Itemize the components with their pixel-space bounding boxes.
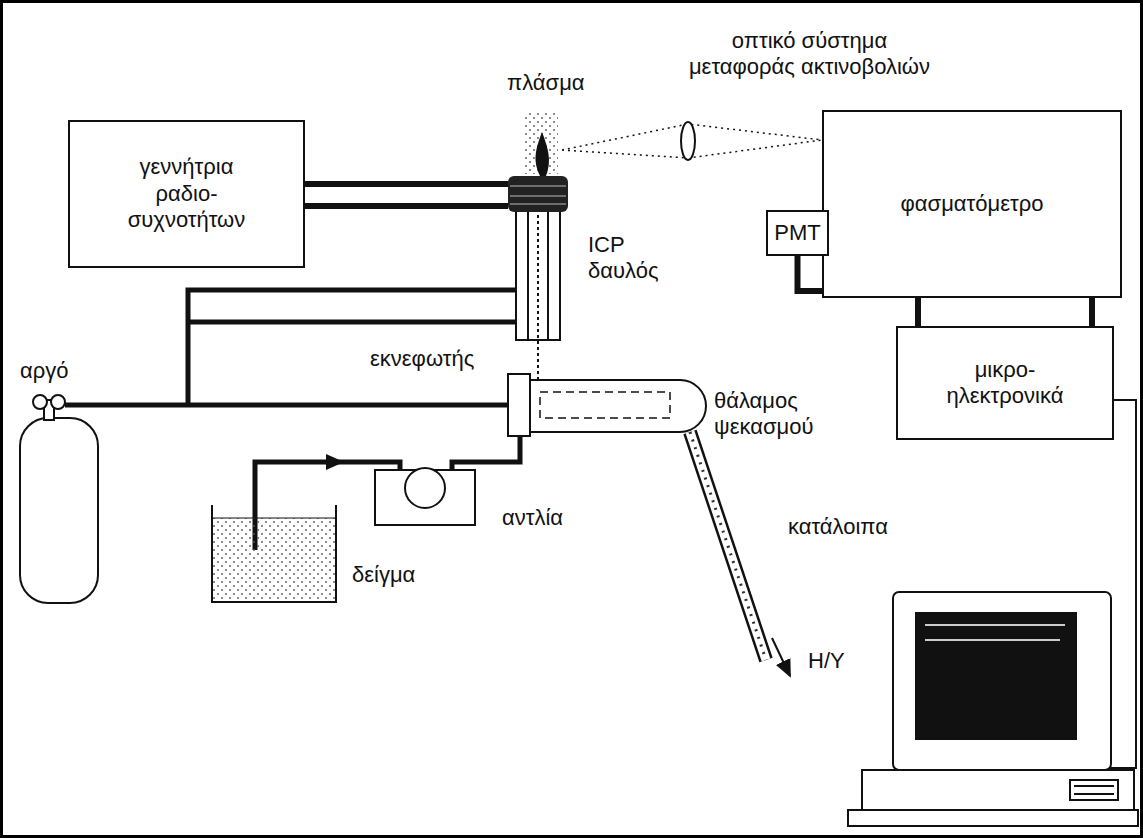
gas-lines	[65, 290, 530, 405]
generator-box: γεννήτρια ραδιο- συχνοτήτων	[68, 120, 305, 268]
part-label: αντλία	[500, 505, 565, 531]
part-label: οπτικό σύστημα μεταφοράς ακτινοβολιών	[680, 28, 939, 81]
electronics-box: μικρο- ηλεκτρονικά	[896, 326, 1114, 440]
pump-and-sample	[212, 436, 520, 602]
part-label: αργό	[18, 358, 70, 384]
box-text: PMT	[774, 220, 820, 246]
rf-lines	[305, 184, 508, 206]
icp-torch	[508, 112, 568, 400]
box-text: φασματόμετρο	[901, 191, 1044, 217]
part-label: δείγμα	[350, 562, 417, 588]
part-label: πλάσμα	[505, 70, 599, 96]
part-label: ICP δαυλός	[586, 232, 680, 285]
optical-path	[562, 122, 822, 160]
box-text: μικρο- ηλεκτρονικά	[935, 357, 1075, 410]
spectrometer-box: φασματόμετρο	[822, 110, 1122, 298]
computer	[848, 592, 1138, 826]
part-label: H/Y	[806, 648, 847, 674]
detector-box: PMT	[766, 210, 829, 256]
box-text: γεννήτρια ραδιο- συχνοτήτων	[112, 154, 262, 233]
part-label: κατάλοιπα	[786, 514, 890, 540]
signal-cable	[1089, 298, 1095, 326]
part-label: εκνεφωτής	[368, 346, 476, 372]
part-label: θάλαμος ψεκασμού	[712, 388, 836, 441]
argon-cylinder	[20, 395, 98, 603]
data-cable	[1110, 400, 1136, 768]
